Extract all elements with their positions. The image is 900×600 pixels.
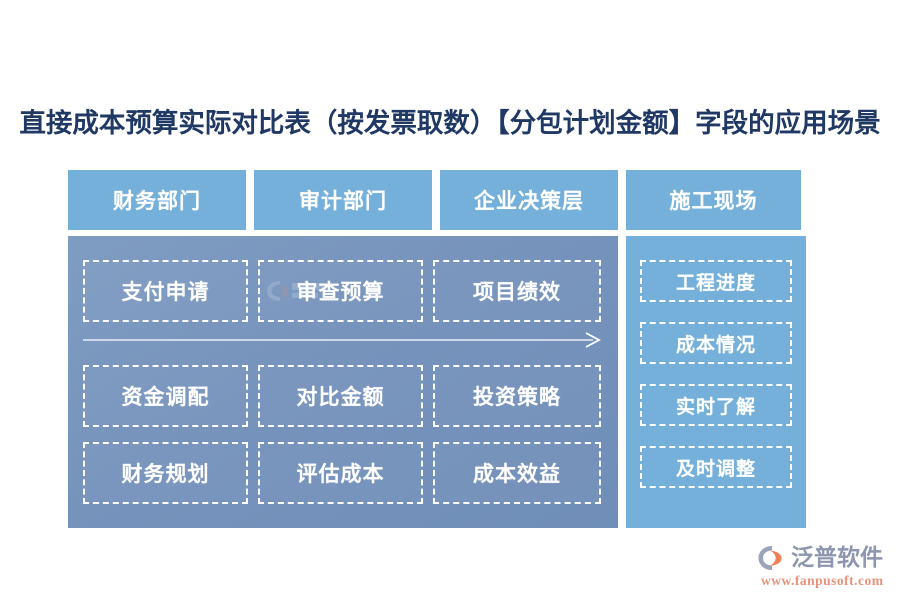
header-box-decision[interactable]: 企业决策层 [440,170,618,230]
header-box-site[interactable]: 施工现场 [626,170,801,230]
header-box-finance[interactable]: 财务部门 [68,170,246,230]
site-item-2[interactable]: 实时了解 [640,384,792,426]
cell-r0-c1[interactable]: 审查预算 [258,260,423,322]
right-arrow-icon [83,331,601,351]
site-column-panel: 工程进度 成本情况 实时了解 及时调整 [626,236,806,528]
cell-r0-c0[interactable]: 支付申请 [83,260,248,322]
fanpu-logo-mark-icon [757,544,787,572]
cell-r1-c2[interactable]: 投资策略 [433,365,601,427]
header-row: 财务部门 审计部门 企业决策层 施工现场 [68,170,831,230]
cell-r1-c0[interactable]: 资金调配 [83,365,248,427]
brand-logo-row: 泛普软件 [757,543,897,573]
brand-logo: 泛普软件 www.fanpusoft.com [757,543,897,591]
main-matrix-panel: 支付申请 审查预算 项目绩效 资金调配 对比金额 投资策略 财务规划 评估成本 … [68,236,618,528]
cell-r0-c2[interactable]: 项目绩效 [433,260,601,322]
cell-r1-c1[interactable]: 对比金额 [258,365,423,427]
cell-r2-c1[interactable]: 评估成本 [258,442,423,504]
brand-url: www.fanpusoft.com [761,573,884,588]
site-item-3[interactable]: 及时调整 [640,446,792,488]
site-item-1[interactable]: 成本情况 [640,322,792,364]
cell-r2-c0[interactable]: 财务规划 [83,442,248,504]
cell-r2-c2[interactable]: 成本效益 [433,442,601,504]
site-item-0[interactable]: 工程进度 [640,260,792,302]
page-title: 直接成本预算实际对比表（按发票取数）【分包计划金额】字段的应用场景 [19,108,881,138]
brand-name: 泛普软件 [791,545,883,570]
header-box-audit[interactable]: 审计部门 [254,170,432,230]
